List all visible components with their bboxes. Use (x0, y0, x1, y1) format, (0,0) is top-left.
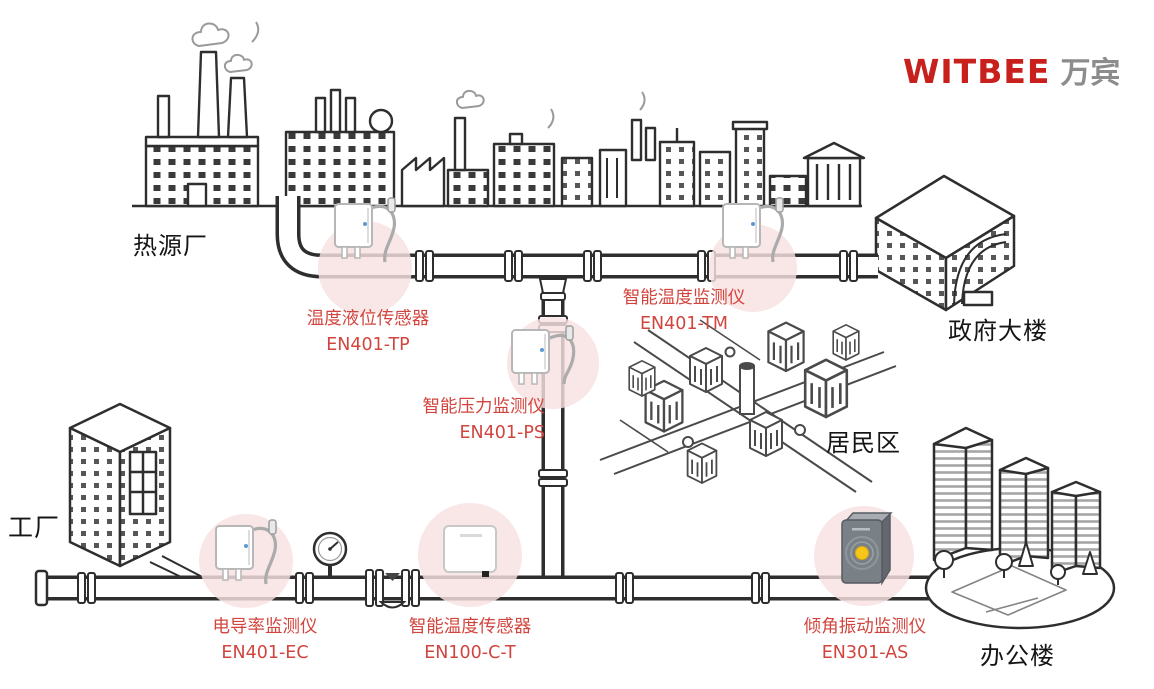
pipe-end-cap (34, 569, 49, 607)
sensor-device-en100-c-t (443, 525, 497, 577)
pressure-gauge-icon (312, 531, 348, 576)
sensors-layer (199, 196, 914, 608)
sensor-model: EN401-TP (326, 335, 410, 356)
sensor-label-en401-ec: 电导率监测仪 EN401-EC (185, 614, 345, 667)
sensor-name: 电导率监测仪 (212, 617, 318, 637)
sensor-label-en401-ps: 智能压力监测仪 EN401-PS (415, 394, 546, 447)
label-government-building: 政府大楼 (948, 317, 1048, 345)
sensor-model: EN100-C-T (424, 643, 516, 664)
label-factory: 工厂 (8, 513, 61, 542)
label-residential-area: 居民区 (826, 429, 901, 457)
office-buildings-illustration (924, 426, 1116, 630)
pipe-valve-icon (365, 569, 420, 609)
sensor-name: 智能温度监测仪 (622, 288, 746, 308)
sensor-model: EN301-AS (821, 643, 909, 664)
government-building-illustration (874, 174, 1016, 312)
sensor-label-en401-tp: 温度液位传感器 EN401-TP (283, 306, 453, 359)
brand-name-cn: 万宾 (1060, 56, 1121, 91)
sensor-device-en301-as (841, 512, 893, 586)
sensor-model: EN401-PS (459, 423, 545, 444)
city-skyline-illustration (132, 21, 866, 208)
sensor-label-en401-tm: 智能温度监测仪 EN401-TM (602, 285, 766, 338)
label-office-building: 办公楼 (980, 642, 1055, 670)
factory-building-illustration (68, 402, 213, 589)
sensor-name: 智能压力监测仪 (422, 397, 546, 417)
sensor-label-en301-as: 倾角振动监测仪 EN301-AS (785, 614, 945, 667)
sensor-name: 温度液位传感器 (306, 309, 430, 329)
witbee-logo: WITBEE 万宾 (903, 48, 1120, 92)
sensor-model: EN401-EC (221, 643, 309, 664)
tree-icons (934, 541, 1098, 585)
sensor-device-en401-ps (511, 325, 576, 385)
label-heat-plant: 热源厂 (133, 232, 208, 260)
brand-name: WITBEE (903, 52, 1051, 91)
residential-area-illustration (599, 319, 897, 493)
sensor-name: 倾角振动监测仪 (803, 617, 927, 637)
sensor-model: EN401-TM (639, 314, 729, 335)
sensor-name: 智能温度传感器 (408, 617, 532, 637)
sensor-label-en100-c-t: 智能温度传感器 EN100-C-T (390, 614, 550, 667)
